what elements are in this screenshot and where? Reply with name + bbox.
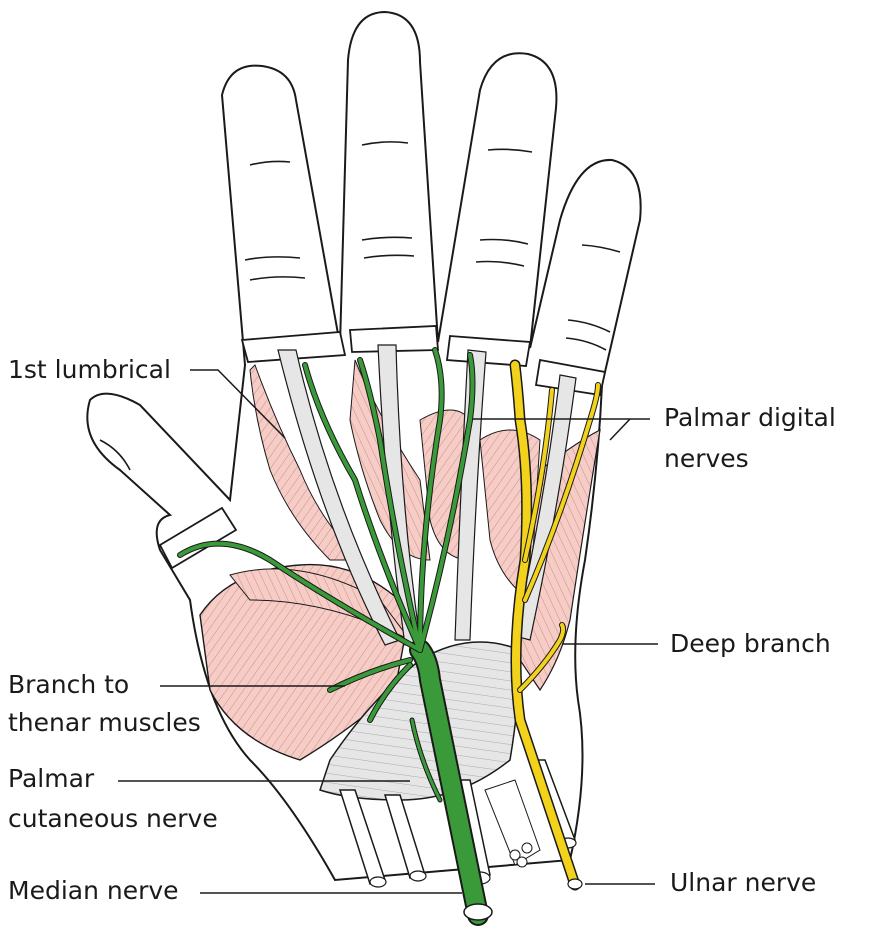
label-1st-lumbrical: 1st lumbrical xyxy=(8,355,171,384)
label-median-nerve: Median nerve xyxy=(8,876,179,905)
leader-lines xyxy=(118,369,658,894)
label-ulnar-nerve: Ulnar nerve xyxy=(670,868,817,897)
tendon-bundle xyxy=(484,779,541,868)
ulnar-nerve xyxy=(509,359,601,891)
label-deep-branch: Deep branch xyxy=(670,629,831,658)
median-nerve xyxy=(177,347,493,926)
label-thenar-line2: thenar muscles xyxy=(8,708,201,737)
lumbrical-1 xyxy=(249,364,362,561)
label-palmar-cutaneous-line2: cutaneous nerve xyxy=(8,804,218,833)
label-thenar-line1: Branch to xyxy=(8,670,130,699)
finger-creases xyxy=(99,141,621,471)
label-palmar-digital-line2: nerves xyxy=(664,444,749,473)
label-palmar-digital-line1: Palmar digital xyxy=(664,403,836,432)
label-palmar-cutaneous-line1: Palmar xyxy=(8,764,95,793)
